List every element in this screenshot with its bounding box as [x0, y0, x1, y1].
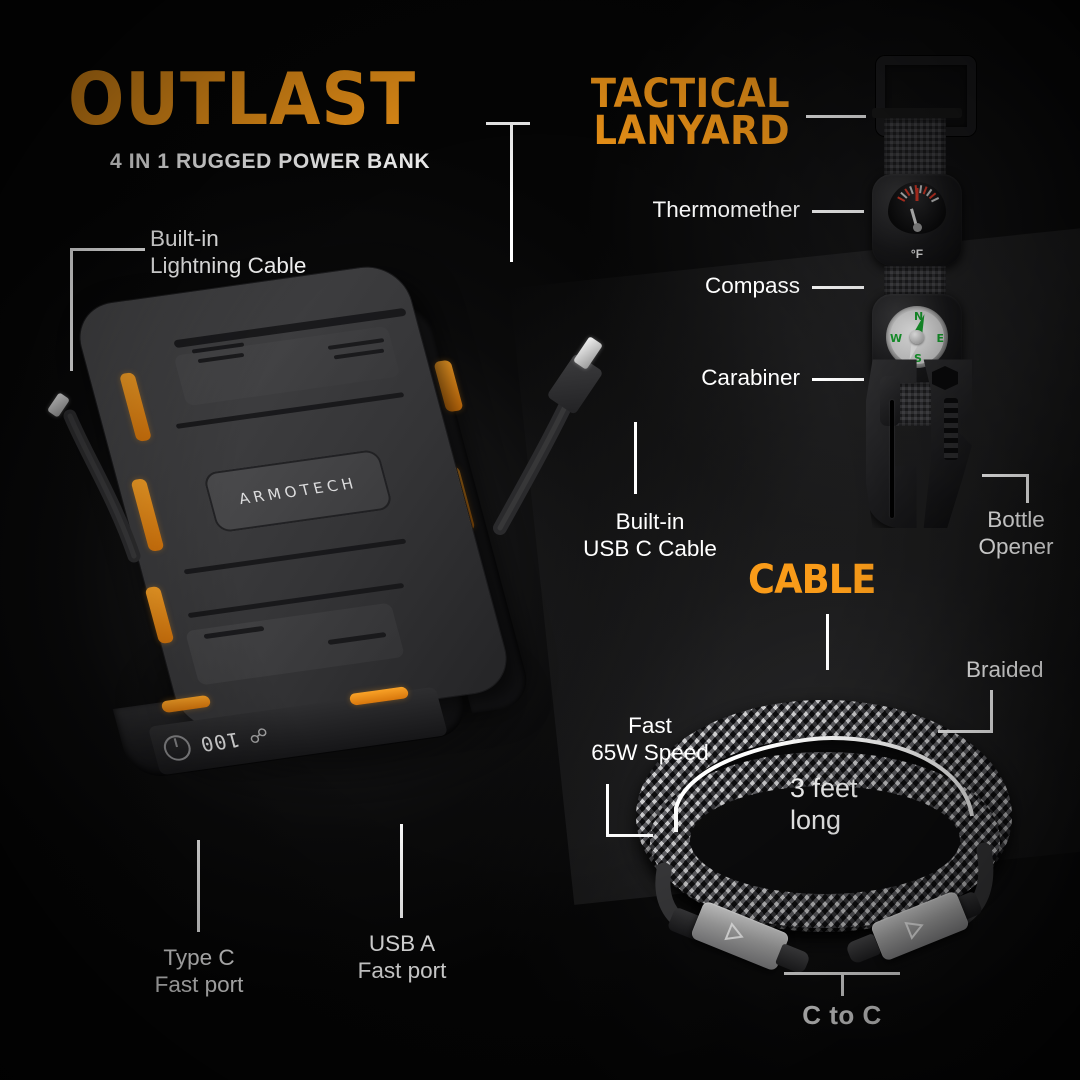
- title-leader-horizontal: [486, 122, 530, 125]
- callout-usbc-leader: [634, 422, 637, 494]
- callout-braided: Braided: [966, 657, 1044, 682]
- callout-typec-port: Type C Fast port: [154, 945, 244, 997]
- callout-connector-type: C to C: [802, 1000, 882, 1030]
- lanyard-webbing-top: [884, 118, 946, 180]
- cable-section-title: CABLE: [748, 557, 876, 603]
- battery-level-display: 100: [197, 727, 243, 757]
- power-button-icon[interactable]: [160, 733, 194, 763]
- cable-title-leader: [826, 614, 829, 670]
- callout-usba-port: USB A Fast port: [357, 931, 447, 983]
- thermometer-unit-label: °F: [910, 247, 924, 261]
- brand-logo-text: ARMOTECH: [236, 474, 360, 508]
- callout-braided-bracket: [938, 690, 993, 733]
- callout-fast-speed: Fast 65W Speed: [591, 713, 709, 765]
- thermometer-dial: [888, 182, 946, 234]
- title-leader-vertical: [510, 122, 513, 262]
- callout-lightning-bracket: [70, 248, 145, 371]
- builtin-lightning-cable: [63, 409, 141, 563]
- thermometer-module: °F: [872, 174, 962, 266]
- compass-pivot: [910, 330, 924, 344]
- lanyard-section-title: TACTICAL LANYARD: [590, 71, 790, 154]
- callout-typec-leader: [197, 840, 200, 932]
- callout-connector-bracket-stem: [841, 972, 844, 996]
- callout-lightning-cable: Built-in Lightning Cable: [150, 226, 307, 278]
- lanyard-title-leader: [806, 115, 866, 118]
- callout-cable-length: 3 feet long: [790, 773, 858, 836]
- callout-usba-leader: [400, 824, 403, 918]
- power-bank-product-image: ARMOTECH 100 ☍: [46, 262, 604, 828]
- page-subtitle: 4 IN 1 RUGGED POWER BANK: [110, 150, 431, 173]
- lanyard-buckle-bar: [872, 108, 962, 118]
- usb-port-icon: ☍: [246, 725, 272, 748]
- callout-speed-bracket: [606, 784, 653, 837]
- carabiner-gate: [890, 400, 894, 518]
- callout-bottle-opener: Bottle Opener: [978, 507, 1054, 559]
- callout-compass-leader: [812, 286, 864, 289]
- compass-label-e: E: [936, 332, 944, 345]
- callout-thermometer: Thermomether: [652, 197, 800, 222]
- serrated-edge: [944, 398, 958, 460]
- callout-bottle-opener-bracket: [982, 474, 1029, 503]
- callout-usbc-cable: Built-in USB C Cable: [583, 509, 717, 561]
- compass-label-w: W: [890, 332, 903, 345]
- carabiner-icon: [866, 356, 976, 528]
- callout-carabiner-leader: [812, 378, 864, 381]
- callout-compass: Compass: [704, 273, 800, 298]
- callout-thermometer-leader: [812, 210, 864, 213]
- callout-carabiner: Carabiner: [701, 365, 800, 390]
- tactical-lanyard-image: °F N S E W: [862, 56, 982, 528]
- page-title: OUTLAST: [68, 57, 417, 141]
